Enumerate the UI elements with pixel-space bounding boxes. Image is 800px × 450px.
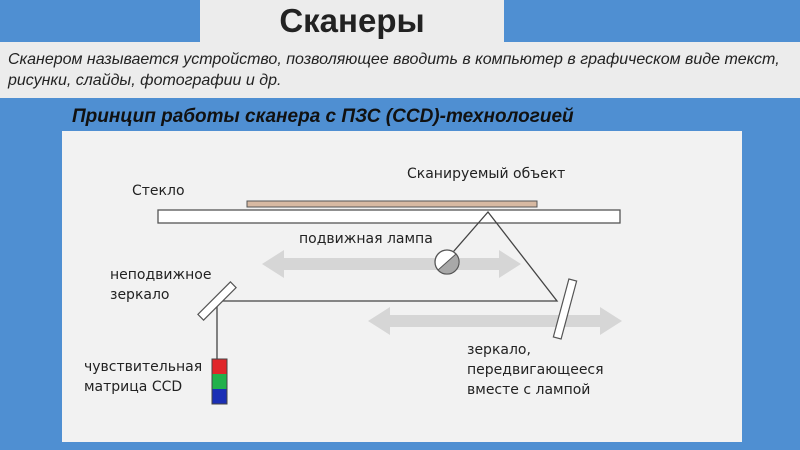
definition-box: Сканером называется устройство, позволяю… <box>0 42 800 98</box>
fixed-mirror-label-line: неподвижное <box>110 267 212 283</box>
moving-mirror-label-line: зеркало, <box>467 342 531 358</box>
mirror-motion-arrow <box>368 307 622 335</box>
moving-mirror-label-line: передвигающееся <box>467 362 604 378</box>
ccd-blue-cell <box>212 389 227 404</box>
definition-text: Сканером называется устройство, позволяю… <box>8 51 780 89</box>
moving-mirror <box>552 278 578 340</box>
ccd-label-line: чувствительная <box>84 359 203 375</box>
ccd-label-line: матрица CCD <box>84 379 183 395</box>
fixed-mirror-label-line: зеркало <box>110 287 170 303</box>
lamp-motion-arrow <box>262 250 521 278</box>
title-box: Сканеры <box>200 0 504 42</box>
fixed-mirror <box>197 281 237 321</box>
object-label: Сканируемый объект <box>407 166 566 182</box>
ccd-green-cell <box>212 374 227 389</box>
fixed-mirror-label: неподвижное зеркало <box>110 265 211 305</box>
glass-panel <box>157 209 621 224</box>
page-title: Сканеры <box>279 2 425 39</box>
lamp-label: подвижная лампа <box>299 231 433 247</box>
scanner-diagram: Стекло Сканируемый объект подвижная ламп… <box>62 131 742 442</box>
moving-mirror-label-line: вместе с лампой <box>467 382 591 398</box>
scanned-object <box>246 200 538 208</box>
diagram-subtitle: Принцип работы сканера с ПЗС (CCD)-техно… <box>72 106 574 127</box>
scanner-schematic <box>157 200 622 405</box>
glass-label: Стекло <box>132 183 185 199</box>
ccd-label: чувствительная матрица CCD <box>84 357 202 397</box>
lamp-shade <box>437 253 460 275</box>
light-path <box>216 210 559 359</box>
ccd-frame <box>211 358 228 405</box>
ccd-red-cell <box>212 359 227 374</box>
moving-mirror-label: зеркало, передвигающееся вместе с лампой <box>467 340 604 400</box>
